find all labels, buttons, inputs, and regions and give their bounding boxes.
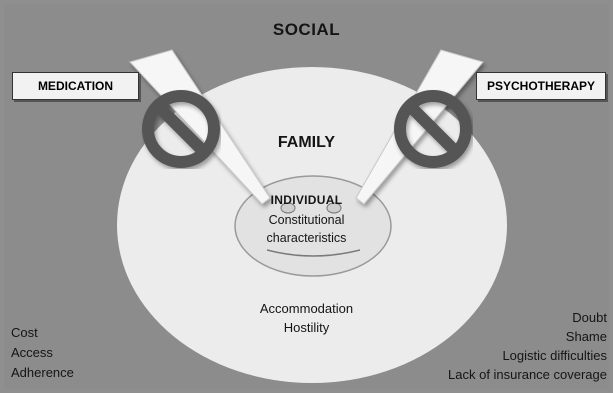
individual-text-line: Constitutional xyxy=(268,213,345,227)
psychotherapy-box: PSYCHOTHERAPY xyxy=(476,72,606,100)
social-factor: Logistic difficulties xyxy=(502,348,607,363)
medication-arrow xyxy=(129,49,271,205)
psychotherapy-label: PSYCHOTHERAPY xyxy=(486,79,596,93)
family-factor: Accommodation xyxy=(259,301,354,316)
family-title: FAMILY xyxy=(277,134,336,151)
social-factor: Access xyxy=(11,345,53,360)
social-factor: Adherence xyxy=(11,365,74,380)
individual-smile-curve xyxy=(266,249,361,257)
social-title: SOCIAL xyxy=(272,20,341,39)
individual-eye-right xyxy=(326,202,342,214)
individual-text-line: characteristics xyxy=(266,231,347,245)
psychotherapy-arrow xyxy=(355,49,484,205)
family-factor: Hostility xyxy=(283,320,330,335)
individual-eye-left xyxy=(280,202,296,214)
prohibition-sign-icon xyxy=(394,90,472,168)
individual-title: INDIVIDUAL xyxy=(270,193,343,207)
social-factor: Shame xyxy=(565,329,607,344)
social-factor: Doubt xyxy=(572,310,607,325)
social-factors-left: Cost Access Adherence xyxy=(11,323,74,383)
medication-label: MEDICATION xyxy=(37,79,114,93)
social-factor: Lack of insurance coverage xyxy=(448,367,607,382)
medication-box: MEDICATION xyxy=(12,72,139,100)
prohibition-sign-icon xyxy=(142,90,220,168)
social-factor: Cost xyxy=(11,325,38,340)
social-factors-right: Doubt Shame Logistic difficulties Lack o… xyxy=(448,308,607,384)
